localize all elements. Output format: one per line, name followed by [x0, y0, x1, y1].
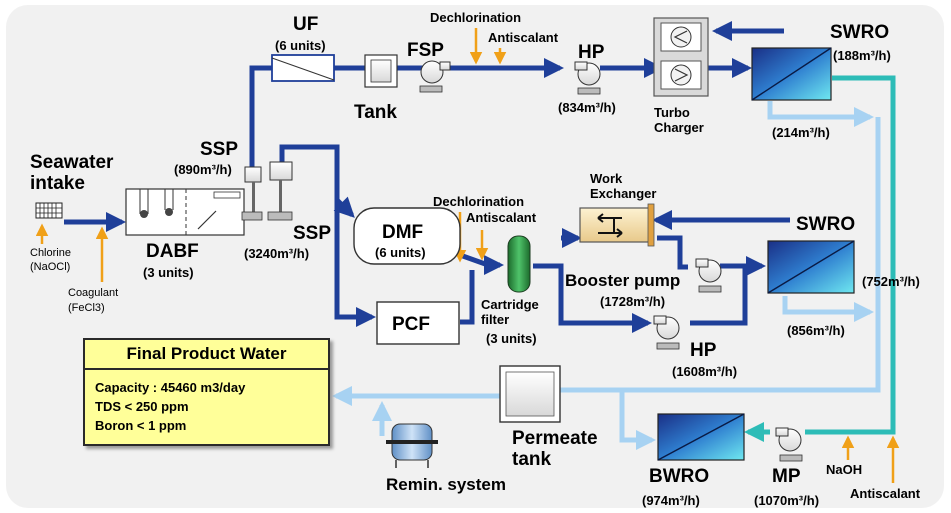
product-tds: TDS < 250 ppm [95, 399, 189, 414]
pipes-permeate [332, 101, 881, 450]
label-booster-pump: Booster pump [565, 271, 680, 290]
label-dmf: DMF [382, 222, 423, 243]
label-uf: UF [293, 14, 318, 35]
label-fsp: FSP [407, 40, 444, 61]
label-swro-top-flow: (188m³/h) [833, 48, 891, 63]
label-cartridge-units: (3 units) [486, 331, 537, 346]
hp-mid-pump [653, 315, 680, 350]
label-ssp-top: SSP [200, 139, 238, 160]
pipe-we-to-booster [657, 235, 688, 270]
label-hp-top-flow: (834m³/h) [558, 100, 616, 115]
booster-pump [695, 258, 722, 293]
ssp-pumps [241, 161, 293, 221]
label-hp-mid: HP [690, 340, 717, 361]
pipe-pcf-to-cartridge [460, 270, 475, 325]
label-dechlorination-mid: Dechlorination [433, 194, 524, 209]
label-pcf: PCF [392, 314, 430, 335]
label-booster-flow: (1728m³/h) [600, 294, 665, 309]
uf-module [271, 54, 335, 82]
pcf-vessel [376, 301, 460, 345]
label-dechlorination-top: Dechlorination [430, 10, 521, 25]
label-swro-mid-permeate: (856m³/h) [787, 323, 845, 338]
work-exchanger [579, 203, 655, 247]
final-product-specs: Capacity : 45460 m3/day TDS < 250 ppm Bo… [95, 378, 245, 435]
pipe-swro-top-permeate [767, 101, 874, 127]
permeate-tank [499, 365, 561, 423]
label-coagulant: Coagulant(FeCl3) [68, 287, 118, 314]
pipe-hp-to-swro [690, 266, 748, 326]
label-swro-mid-brine: (752m³/h) [862, 274, 920, 289]
label-dabf-units: (3 units) [143, 265, 194, 280]
hp-top-pump [574, 61, 601, 95]
bwro-module [657, 413, 745, 461]
remin-tank [386, 423, 438, 468]
label-ssp-top-flow: (890m³/h) [174, 162, 232, 177]
label-dmf-units: (6 units) [375, 245, 426, 260]
dabf-unit [125, 188, 245, 236]
label-ssp-bottom: SSP [293, 223, 331, 244]
pipe-split-to-dmf [333, 196, 355, 218]
cartridge-filter [507, 235, 531, 293]
mp-pump [775, 427, 803, 462]
product-boron: Boron < 1 ppm [95, 418, 187, 433]
label-antiscalant-bottom: Antiscalant [850, 486, 921, 501]
label-chlorine: Chlorine(NaOCl) [30, 247, 71, 273]
label-hp-mid-flow: (1608m³/h) [672, 364, 737, 379]
product-capacity: Capacity : 45460 m3/day [95, 380, 246, 395]
pipe-swro-mid-permeate [782, 296, 874, 322]
label-antiscalant-mid: Antiscalant [466, 210, 537, 225]
label-swro-top-permeate: (214m³/h) [772, 125, 830, 140]
pipes-brine [744, 75, 896, 442]
final-product-box: Final Product Water Capacity : 45460 m3/… [83, 338, 330, 446]
pipe-ssp-to-split [279, 144, 376, 327]
label-naoh: NaOH [826, 462, 862, 477]
label-hp-top: HP [578, 42, 605, 63]
pipe-dmf-to-cartridge [459, 252, 504, 275]
final-product-title: Final Product Water [85, 340, 328, 370]
uf-tank [364, 54, 398, 88]
label-antiscalant-top: Antiscalant [488, 30, 559, 45]
swro-mid-module [767, 240, 855, 294]
label-swro-mid: SWRO [796, 214, 855, 235]
swro-top-module [751, 47, 832, 101]
label-mp-flow: (1070m³/h) [754, 493, 819, 508]
pipe-ssp-to-uf [249, 65, 272, 167]
fsp-pump [419, 60, 451, 93]
dmf-vessel [353, 207, 461, 265]
label-bwro: BWRO [649, 466, 709, 487]
label-tank: Tank [354, 102, 397, 123]
pipe-cartridge-out [533, 263, 652, 333]
label-ssp-bottom-flow: (3240m³/h) [244, 246, 309, 261]
label-mp: MP [772, 466, 801, 487]
label-swro-top: SWRO [830, 22, 889, 43]
label-dabf: DABF [146, 241, 199, 262]
label-remin-system: Remin. system [386, 475, 506, 494]
pipe-swro-top-brine [805, 75, 896, 435]
seawater-intake-icon [35, 202, 63, 219]
label-bwro-flow: (974m³/h) [642, 493, 700, 508]
label-uf-units: (6 units) [275, 38, 326, 53]
turbo-charger [653, 17, 709, 97]
